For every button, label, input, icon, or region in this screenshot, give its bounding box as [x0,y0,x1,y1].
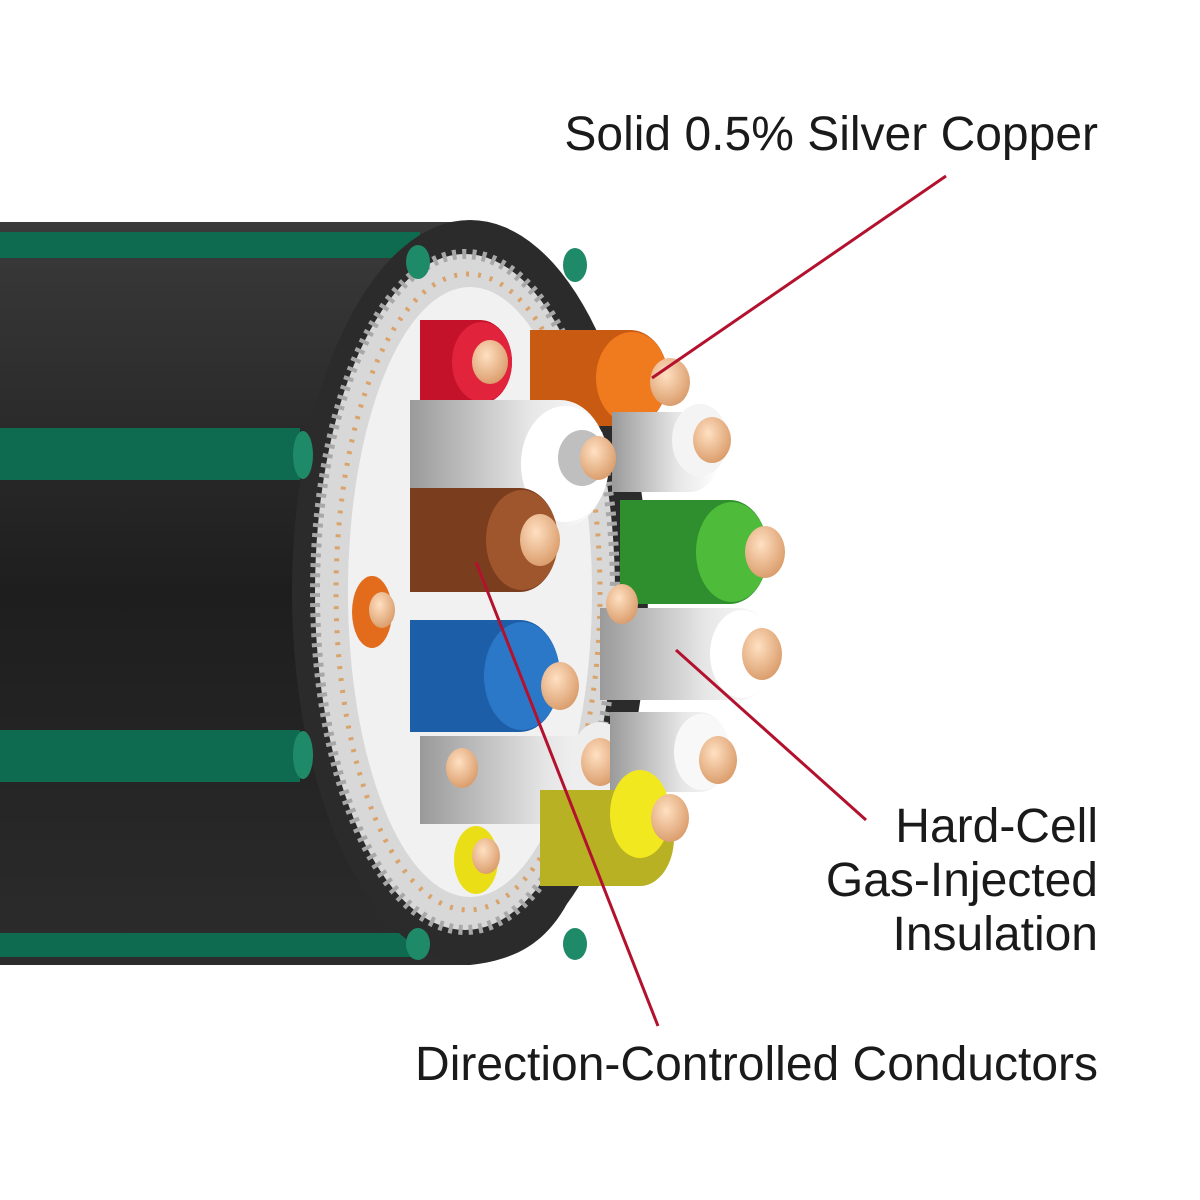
conductor-yellow-small [454,826,500,894]
conductor-red [420,320,512,404]
stripe-dot [563,928,587,960]
leader-line-insulation [674,648,868,822]
jacket-stripe [0,428,300,480]
callout-conductors: Direction-Controlled Conductors [415,1038,1098,1091]
conductor-green [620,500,785,604]
conductor-grey-mid [600,584,782,700]
jacket-stripe [0,730,300,782]
stripe-dot [293,431,313,479]
jacket-stripe [0,232,420,258]
leader-line-conductors [474,561,660,1027]
conductor-brown [410,488,560,592]
leader-line-silver-copper [651,174,947,380]
callout-insulation-line-3: Insulation [892,908,1098,961]
stripe-dot [406,928,430,960]
conductor-bundle [352,320,785,894]
jacket-stripe [0,933,420,957]
callout-insulation-line-1: Hard-Cell [895,800,1098,853]
stripe-dot [563,248,587,282]
callout-insulation-line-2: Gas-Injected [825,854,1098,907]
conductor-orange-small [352,576,395,648]
stripe-dot [406,245,430,279]
leader-lines [474,174,947,1027]
conductor-grey-small [612,404,731,492]
callout-silver-copper: Solid 0.5% Silver Copper [564,108,1098,161]
stripe-dot [293,731,313,779]
callout-insulation: Hard-Cell Gas-Injected Insulation [826,800,1098,962]
